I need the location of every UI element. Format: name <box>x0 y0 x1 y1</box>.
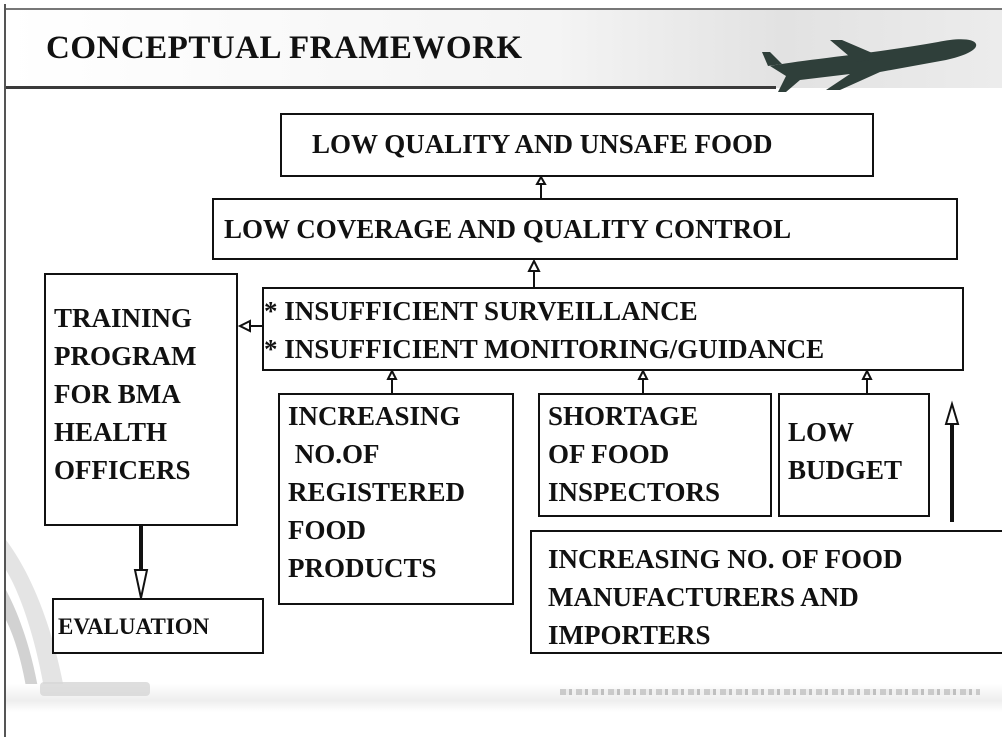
frame-left-border <box>4 4 6 737</box>
footer-band <box>6 684 1002 712</box>
arrow-coverage-to-top <box>535 174 547 198</box>
low-budget-label: LOW BUDGET <box>788 417 903 485</box>
increasing-manufacturers-label: INCREASING NO. OF FOOD MANUFACTURERS AND… <box>548 544 903 650</box>
low-coverage-box: LOW COVERAGE AND QUALITY CONTROL <box>212 198 958 260</box>
training-program-box: TRAINING PROGRAM FOR BMA HEALTH OFFICERS <box>44 273 238 526</box>
frame-top-border <box>4 8 1002 10</box>
airplane-icon <box>762 39 977 92</box>
low-coverage-label: LOW COVERAGE AND QUALITY CONTROL <box>224 214 792 244</box>
shortage-inspectors-label: SHORTAGE OF FOOD INSPECTORS <box>548 401 721 507</box>
training-program-label: TRAINING PROGRAM FOR BMA HEALTH OFFICERS <box>54 303 197 485</box>
arrow-training-to-evaluation <box>133 526 149 599</box>
arrow-budget-to-insufficient <box>861 368 873 393</box>
increasing-products-label: INCREASING NO.OF REGISTERED FOOD PRODUCT… <box>288 401 466 583</box>
slide-title: CONCEPTUAL FRAMEWORK <box>46 30 523 66</box>
evaluation-label: EVALUATION <box>58 614 210 639</box>
arrow-shortage-to-insufficient <box>637 368 649 393</box>
low-quality-food-box: LOW QUALITY AND UNSAFE FOOD <box>280 113 874 177</box>
arrow-insufficient-to-coverage <box>527 258 541 287</box>
swoosh-icon <box>6 540 66 700</box>
evaluation-box: EVALUATION <box>52 598 264 654</box>
increasing-manufacturers-box: INCREASING NO. OF FOOD MANUFACTURERS AND… <box>530 530 1002 654</box>
header-rule <box>6 86 776 89</box>
footer-smear <box>40 682 150 696</box>
insufficient-surveillance-label: * INSUFFICIENT SURVEILLANCE * INSUFFICIE… <box>264 296 825 364</box>
low-budget-box: LOW BUDGET <box>778 393 930 517</box>
shortage-inspectors-box: SHORTAGE OF FOOD INSPECTORS <box>538 393 772 517</box>
footer-faded-text <box>560 689 980 695</box>
arrow-insufficient-to-training <box>237 319 262 333</box>
low-quality-food-label: LOW QUALITY AND UNSAFE FOOD <box>312 129 773 159</box>
arrow-increasing-to-insufficient <box>386 368 398 393</box>
arrow-manufacturers-upward <box>944 400 960 522</box>
insufficient-surveillance-box: * INSUFFICIENT SURVEILLANCE * INSUFFICIE… <box>262 287 964 371</box>
increasing-products-box: INCREASING NO.OF REGISTERED FOOD PRODUCT… <box>278 393 514 605</box>
